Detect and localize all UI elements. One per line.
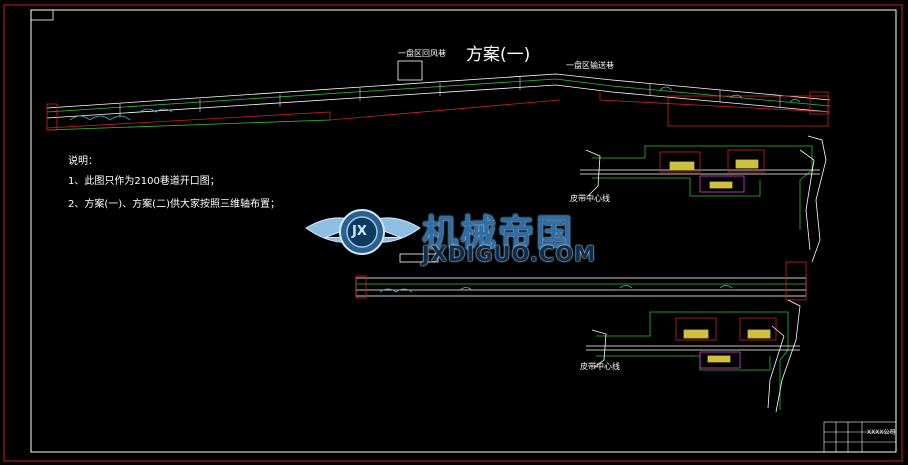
notes-item-1: 1、此图只作为2100巷道开口图； [68, 176, 220, 187]
upper-plan-detail [580, 135, 827, 263]
notes-heading: 说明： [68, 156, 98, 167]
inner-frame [30, 9, 897, 453]
watermark-brand-cn: 机械帝国 [422, 213, 575, 254]
label-return-airway: 一盘区回风巷 [398, 49, 446, 58]
title-block [823, 421, 897, 453]
label-belt-center-2: 皮带中心线 [580, 362, 620, 371]
lower-plan-detail [586, 299, 801, 413]
label-conveyor-roadway: 一盘区输送巷 [566, 61, 614, 70]
watermark-logo [305, 209, 421, 255]
label-belt-center-1: 皮带中心线 [570, 194, 610, 203]
upper-conveyor-profile [46, 73, 831, 131]
label-box [397, 60, 423, 81]
corner-mark [30, 9, 54, 21]
drawing-title: 方案(一) [466, 45, 531, 65]
title-block-text: XXXX公司 [867, 429, 896, 436]
notes-item-2: 2、方案(一)、方案(二)供大家按照三维轴布置； [68, 199, 280, 210]
watermark-logo-text: JX [352, 224, 367, 239]
watermark-brand-en: JXDIGUO.COM [422, 242, 597, 266]
outer-frame [3, 4, 903, 462]
lower-conveyor-profile [355, 253, 807, 301]
